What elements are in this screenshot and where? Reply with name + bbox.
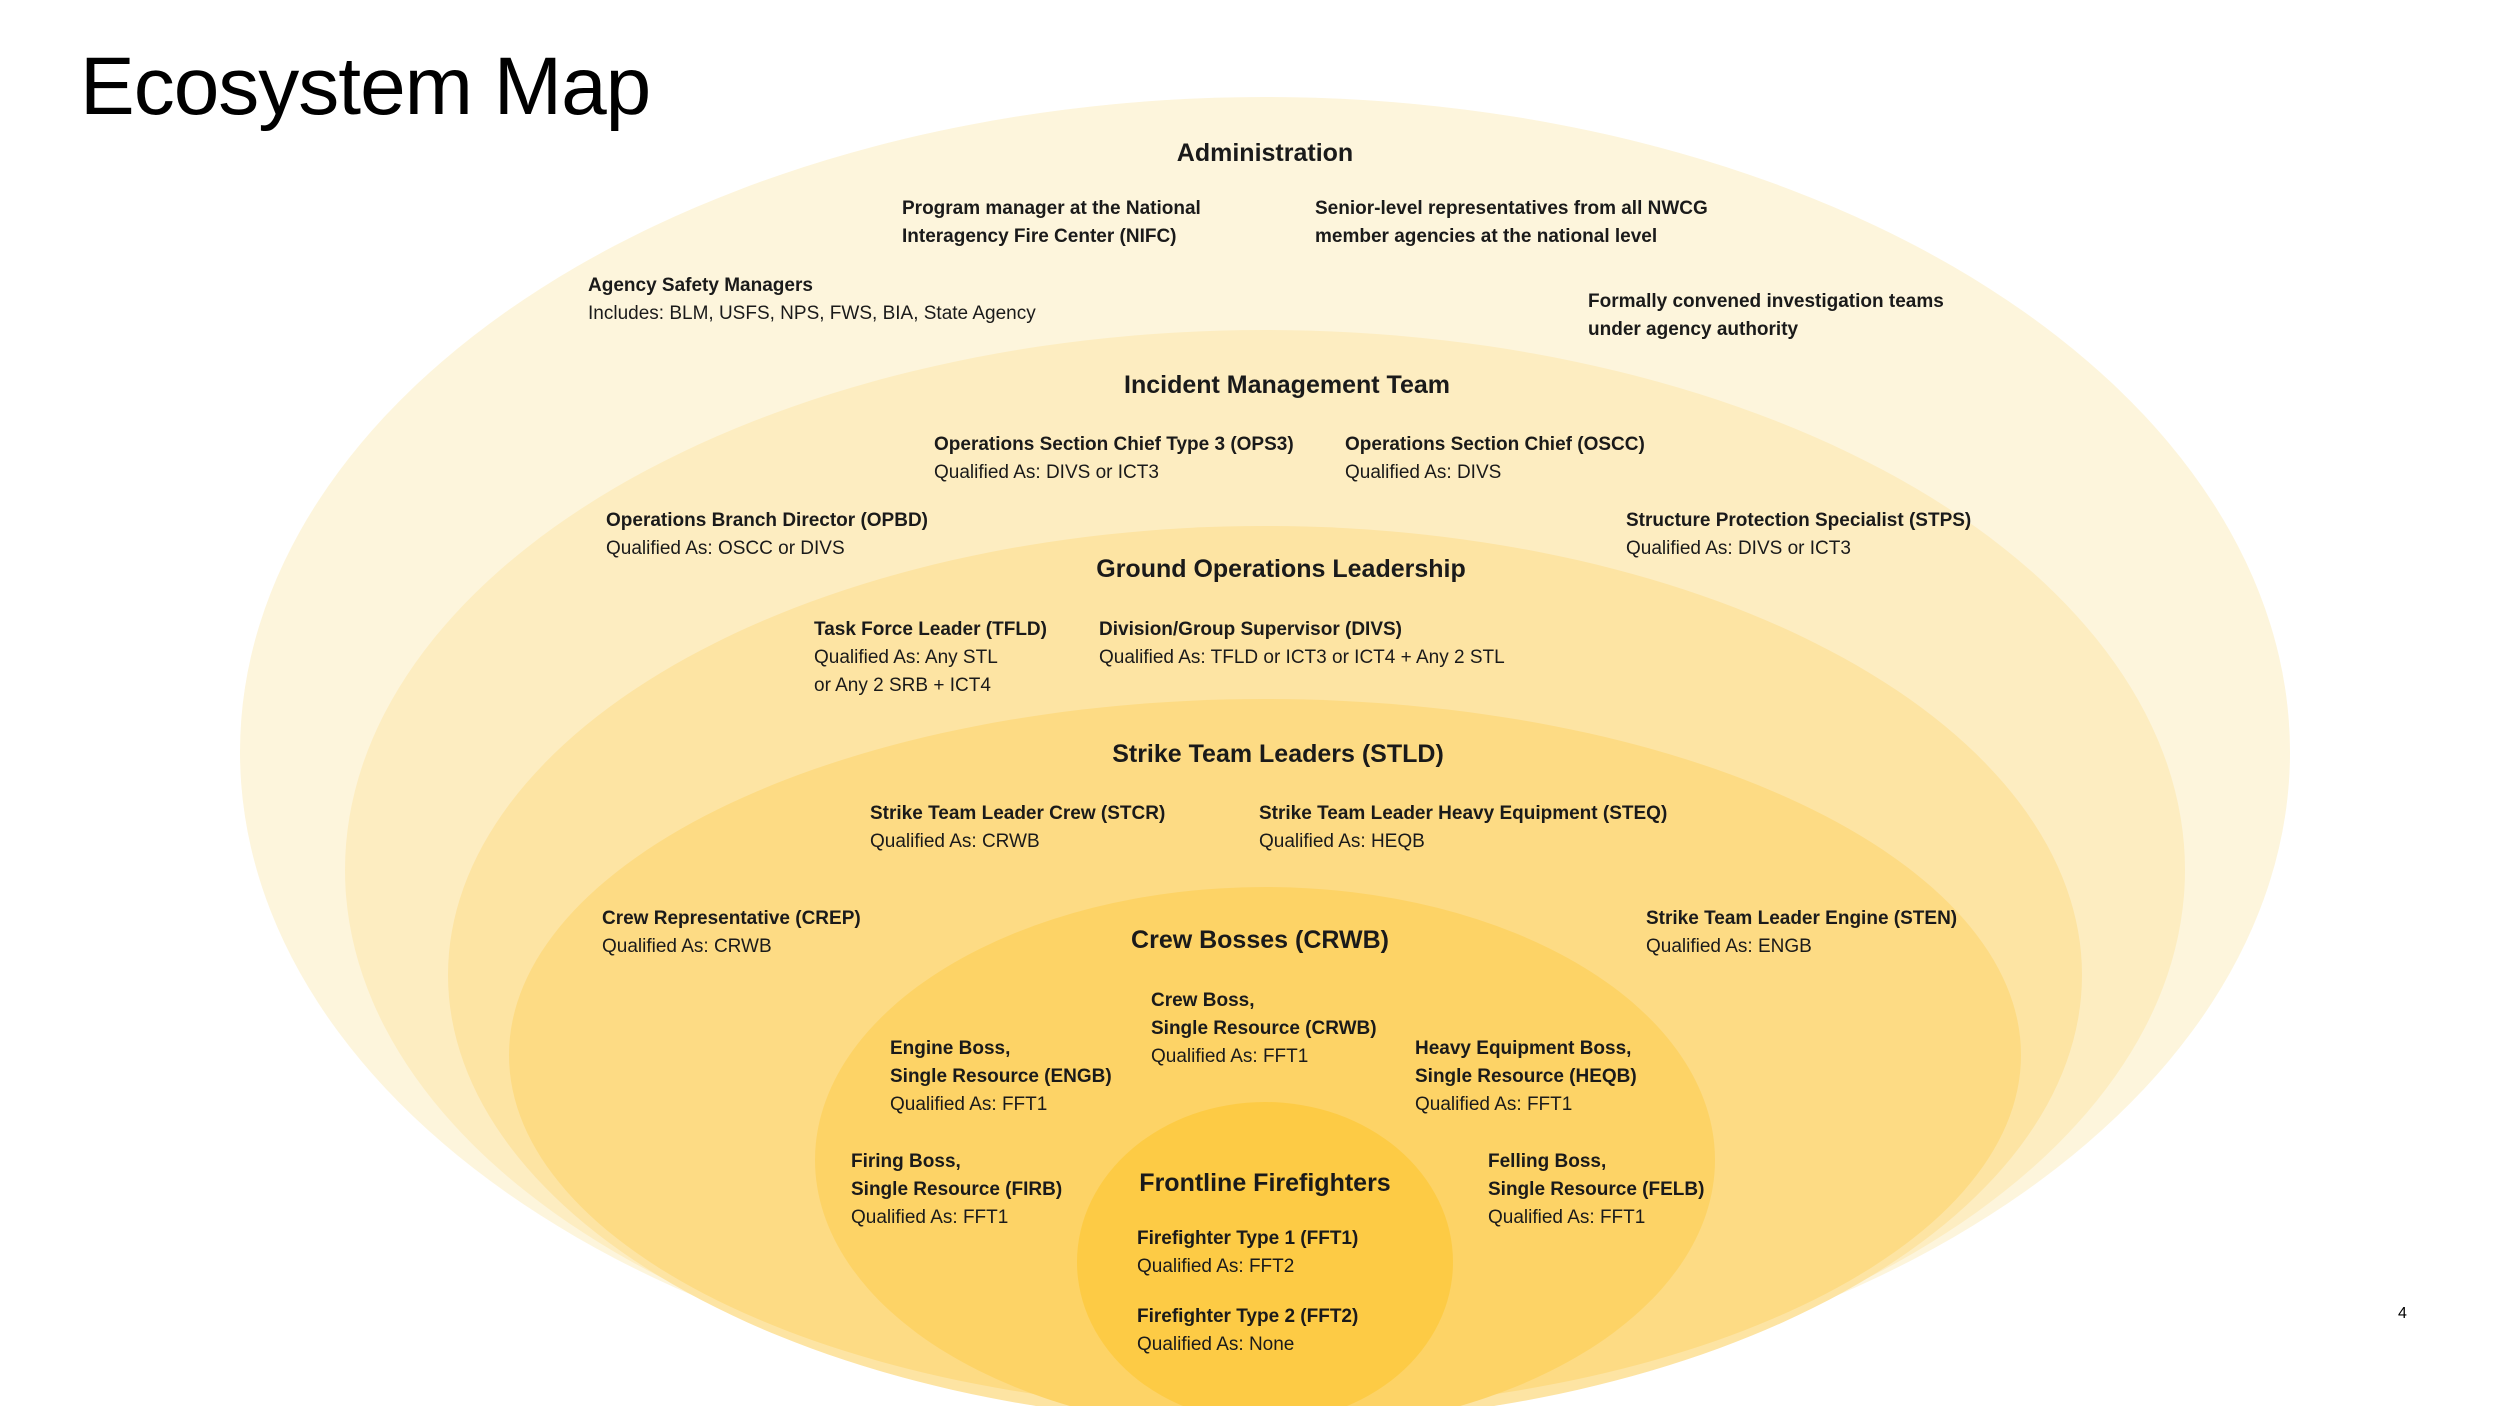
investigation-line-2: under agency authority (1588, 319, 1799, 340)
crwb-line-2: Single Resource (CRWB) (1151, 1018, 1377, 1039)
firb-qualification: Qualified As: FFT1 (851, 1207, 1009, 1228)
steq-name: Strike Team Leader Heavy Equipment (STEQ… (1259, 803, 1668, 824)
tfld-name: Task Force Leader (TFLD) (814, 619, 1047, 640)
felb-line-1: Felling Boss, (1488, 1151, 1607, 1172)
role-firb: Firing Boss, Single Resource (FIRB) Qual… (851, 1148, 1062, 1232)
divs-qualification: Qualified As: TFLD or ICT3 or ICT4 + Any… (1099, 647, 1505, 668)
role-fft2: Firefighter Type 2 (FFT2) Qualified As: … (1137, 1303, 1358, 1359)
ops3-qualification: Qualified As: DIVS or ICT3 (934, 462, 1159, 483)
nwcg-line-1: Senior-level representatives from all NW… (1315, 198, 1708, 219)
nifc-line-2: Interagency Fire Center (NIFC) (902, 226, 1177, 247)
oscc-qualification: Qualified As: DIVS (1345, 462, 1502, 483)
sten-qualification: Qualified As: ENGB (1646, 936, 1812, 957)
heqb-line-1: Heavy Equipment Boss, (1415, 1038, 1632, 1059)
safety-managers-name: Agency Safety Managers (588, 275, 813, 296)
slide-number: 4 (2398, 1305, 2407, 1322)
crep-name: Crew Representative (CREP) (602, 908, 861, 929)
role-heqb: Heavy Equipment Boss, Single Resource (H… (1415, 1035, 1637, 1119)
role-tfld: Task Force Leader (TFLD) Qualified As: A… (814, 616, 1047, 700)
nwcg-line-2: member agencies at the national level (1315, 226, 1658, 247)
fft2-qualification: Qualified As: None (1137, 1334, 1295, 1355)
nifc-program-manager: Program manager at the National Interage… (902, 195, 1201, 251)
strike-team-title: Strike Team Leaders (STLD) (1112, 740, 1444, 768)
role-crwb: Crew Boss, Single Resource (CRWB) Qualif… (1151, 987, 1377, 1071)
crep-qualification: Qualified As: CRWB (602, 936, 772, 957)
tfld-qualification-2: or Any 2 SRB + ICT4 (814, 675, 991, 696)
investigation-teams: Formally convened investigation teams un… (1588, 288, 1944, 344)
felb-line-2: Single Resource (FELB) (1488, 1179, 1705, 1200)
engb-line-2: Single Resource (ENGB) (890, 1066, 1112, 1087)
role-sten: Strike Team Leader Engine (STEN) Qualifi… (1646, 905, 1957, 961)
firb-line-2: Single Resource (FIRB) (851, 1179, 1063, 1200)
incident-management-title: Incident Management Team (1124, 371, 1450, 399)
nwcg-representatives: Senior-level representatives from all NW… (1315, 195, 1708, 251)
opbd-qualification: Qualified As: OSCC or DIVS (606, 538, 845, 559)
role-felb: Felling Boss, Single Resource (FELB) Qua… (1488, 1148, 1704, 1232)
steq-qualification: Qualified As: HEQB (1259, 831, 1425, 852)
heqb-qualification: Qualified As: FFT1 (1415, 1094, 1573, 1115)
felb-qualification: Qualified As: FFT1 (1488, 1207, 1646, 1228)
divs-name: Division/Group Supervisor (DIVS) (1099, 619, 1402, 640)
firb-line-1: Firing Boss, (851, 1151, 961, 1172)
crwb-qualification: Qualified As: FFT1 (1151, 1046, 1309, 1067)
role-steq: Strike Team Leader Heavy Equipment (STEQ… (1259, 800, 1667, 856)
agency-safety-managers: Agency Safety Managers Includes: BLM, US… (588, 272, 1036, 328)
role-stps: Structure Protection Specialist (STPS) Q… (1626, 507, 1971, 563)
role-divs: Division/Group Supervisor (DIVS) Qualifi… (1099, 616, 1505, 672)
sten-name: Strike Team Leader Engine (STEN) (1646, 908, 1958, 929)
opbd-name: Operations Branch Director (OPBD) (606, 510, 928, 531)
ground-operations-title: Ground Operations Leadership (1096, 555, 1466, 583)
stps-name: Structure Protection Specialist (STPS) (1626, 510, 1972, 531)
oscc-name: Operations Section Chief (OSCC) (1345, 434, 1645, 455)
role-ops3: Operations Section Chief Type 3 (OPS3) Q… (934, 431, 1294, 487)
page-title: Ecosystem Map (80, 41, 651, 132)
engb-line-1: Engine Boss, (890, 1038, 1011, 1059)
tfld-qualification-1: Qualified As: Any STL (814, 647, 998, 668)
frontline-title: Frontline Firefighters (1139, 1169, 1391, 1197)
role-oscc: Operations Section Chief (OSCC) Qualifie… (1345, 431, 1645, 487)
role-fft1: Firefighter Type 1 (FFT1) Qualified As: … (1137, 1225, 1358, 1281)
crwb-line-1: Crew Boss, (1151, 990, 1255, 1011)
role-stcr: Strike Team Leader Crew (STCR) Qualified… (870, 800, 1165, 856)
heqb-line-2: Single Resource (HEQB) (1415, 1066, 1637, 1087)
fft2-name: Firefighter Type 2 (FFT2) (1137, 1306, 1359, 1327)
ring-frontline (1077, 1102, 1453, 1406)
engb-qualification: Qualified As: FFT1 (890, 1094, 1048, 1115)
fft1-qualification: Qualified As: FFT2 (1137, 1256, 1295, 1277)
fft1-name: Firefighter Type 1 (FFT1) (1137, 1228, 1359, 1249)
stcr-name: Strike Team Leader Crew (STCR) (870, 803, 1166, 824)
role-opbd: Operations Branch Director (OPBD) Qualif… (606, 507, 928, 563)
crew-bosses-title: Crew Bosses (CRWB) (1131, 926, 1389, 954)
ops3-name: Operations Section Chief Type 3 (OPS3) (934, 434, 1294, 455)
role-crep: Crew Representative (CREP) Qualified As:… (602, 905, 861, 961)
administration-title: Administration (1176, 139, 1354, 167)
role-engb: Engine Boss, Single Resource (ENGB) Qual… (890, 1035, 1112, 1119)
investigation-line-1: Formally convened investigation teams (1588, 291, 1944, 312)
nifc-line-1: Program manager at the National (902, 198, 1201, 219)
safety-managers-detail: Includes: BLM, USFS, NPS, FWS, BIA, Stat… (588, 303, 1036, 324)
stps-qualification: Qualified As: DIVS or ICT3 (1626, 538, 1851, 559)
stcr-qualification: Qualified As: CRWB (870, 831, 1040, 852)
